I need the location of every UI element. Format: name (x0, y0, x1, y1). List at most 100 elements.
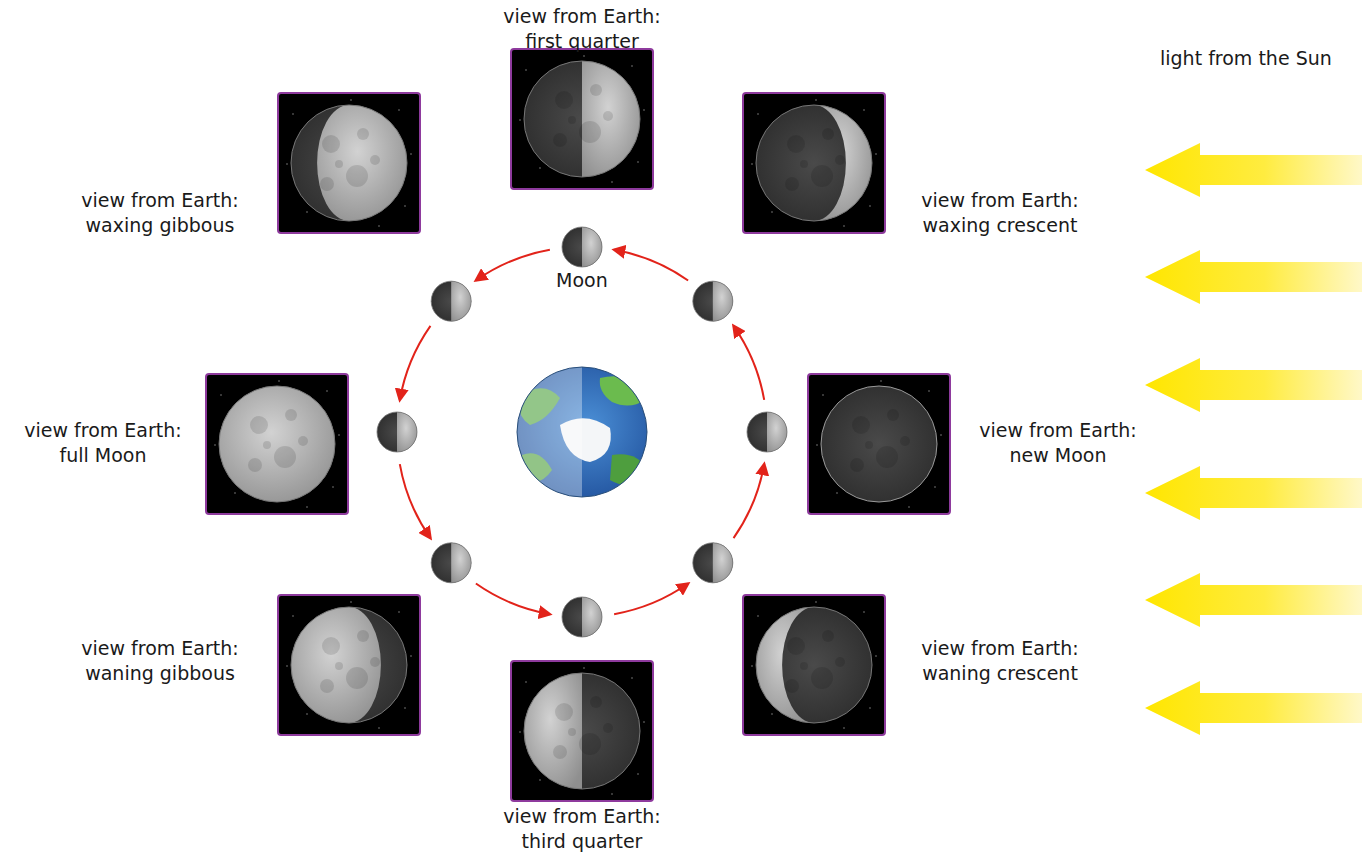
moon-rim (524, 673, 640, 789)
orbit-moon-lit (451, 543, 471, 583)
orbit-arrow (734, 326, 765, 400)
star (583, 55, 584, 56)
phase-view-box (277, 92, 421, 234)
orbit-moon-rim (747, 412, 787, 452)
crater (785, 177, 799, 191)
star (928, 390, 929, 391)
moon-dark-side (524, 673, 640, 789)
orbit-moon-rim (693, 543, 733, 583)
star (410, 153, 411, 154)
crater (274, 446, 296, 468)
star (286, 163, 287, 164)
crater (579, 733, 601, 755)
star (815, 99, 816, 100)
orbit-moon-lit (582, 597, 602, 637)
star (751, 665, 752, 666)
moon-dark-side (756, 105, 872, 221)
sunlight-arrow (1145, 681, 1362, 735)
orbit-moon-dark (693, 543, 733, 583)
moon-rim (291, 105, 407, 221)
star (350, 99, 351, 100)
phase-view-box (742, 594, 886, 736)
star (583, 667, 584, 668)
star (875, 655, 876, 656)
orbit-moons (377, 227, 787, 637)
phase-view-box (742, 92, 886, 234)
phase-label: view from Earth: new Moon (977, 418, 1139, 467)
crater (553, 133, 567, 147)
star (398, 611, 399, 612)
star (863, 611, 864, 612)
crater (590, 84, 602, 96)
star (611, 793, 612, 794)
phase-view-box (510, 660, 654, 802)
crater (250, 416, 268, 434)
star (378, 727, 379, 728)
star (637, 161, 638, 162)
orbit-moon-dark (562, 227, 602, 267)
moon-lit-side (291, 607, 381, 723)
star (816, 444, 817, 445)
star (214, 444, 215, 445)
crater (835, 657, 845, 667)
moon-lit-side (582, 61, 640, 177)
crater (787, 135, 805, 153)
moon-dark-side (291, 105, 407, 221)
star (398, 109, 399, 110)
orbit-moon-lit (451, 281, 471, 321)
phase-view-box (277, 594, 421, 736)
orbit-arrow (734, 464, 765, 538)
orbit-arrow (400, 326, 431, 400)
crater (800, 160, 808, 168)
crater (835, 155, 845, 165)
phase-label: view from Earth: third quarter (501, 804, 663, 853)
crater (800, 662, 808, 670)
orbit-moon-rim (562, 597, 602, 637)
star (908, 506, 909, 507)
moon-phase-picture (512, 662, 652, 800)
star (757, 113, 758, 114)
crater (811, 165, 833, 187)
orbit-arrow (476, 250, 550, 281)
orbit-moon-rim (377, 412, 417, 452)
star (306, 506, 307, 507)
earth (517, 367, 650, 497)
orbit-arrow (614, 584, 688, 615)
star (404, 707, 405, 708)
moon-dark-side (291, 607, 407, 723)
orbit-moon-dark (562, 597, 602, 637)
moon-label: Moon (556, 268, 608, 293)
moon-phase-picture (744, 94, 884, 232)
star (278, 380, 279, 381)
star (880, 380, 881, 381)
sunlight-arrows (1145, 143, 1362, 735)
moon-dark-side (219, 386, 335, 502)
moon-lit-side (317, 105, 407, 221)
star (519, 119, 520, 120)
orbit-moon-dark (747, 412, 787, 452)
sunlight-arrow (1145, 250, 1362, 304)
sunlight-arrow (1145, 573, 1362, 627)
orbit-moon-lit (767, 412, 787, 452)
star (338, 434, 339, 435)
moon-rim (821, 386, 937, 502)
phase-view-box (510, 48, 654, 190)
star (843, 225, 844, 226)
star (611, 181, 612, 182)
moon-lit-side (814, 105, 872, 221)
star (220, 394, 221, 395)
star (306, 211, 307, 212)
star (292, 113, 293, 114)
star (643, 721, 644, 722)
crater (603, 723, 613, 733)
sunlight-arrow (1145, 466, 1362, 520)
orbit-moon-dark (431, 543, 471, 583)
star (643, 109, 644, 110)
crater (822, 128, 834, 140)
orbit-arrow (476, 584, 550, 615)
crater (357, 630, 369, 642)
crater (248, 458, 262, 472)
moon-lit-side (219, 386, 335, 502)
star (525, 69, 526, 70)
crater (335, 160, 343, 168)
